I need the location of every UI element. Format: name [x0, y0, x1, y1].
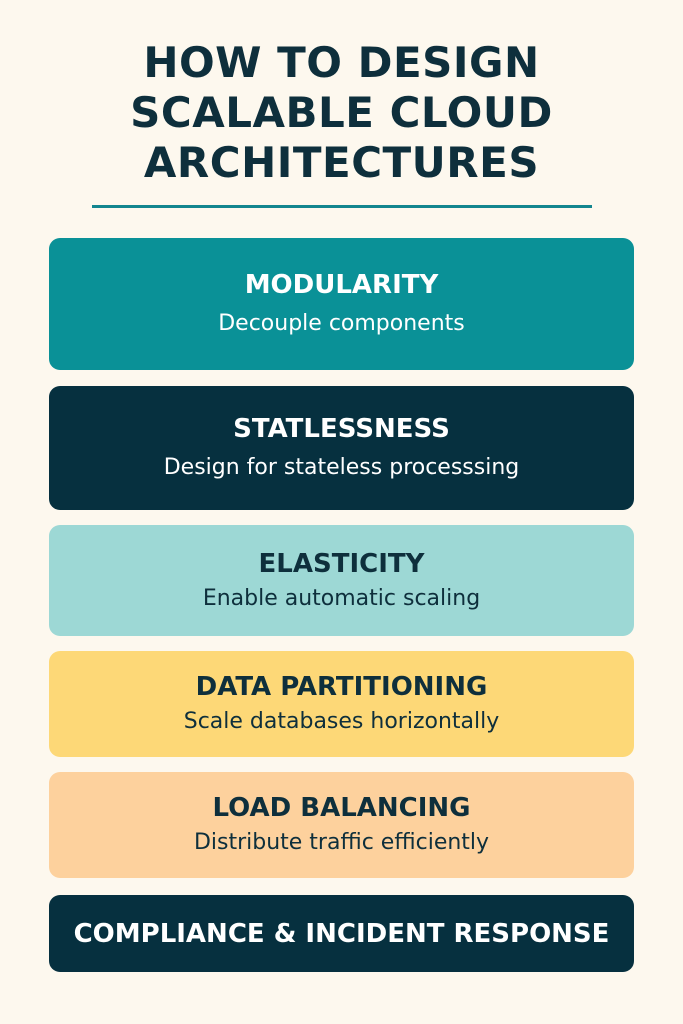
card-heading: COMPLIANCE & INCIDENT RESPONSE — [73, 918, 610, 949]
card-subtitle: Decouple components — [218, 311, 465, 336]
card-heading: MODULARITY — [244, 270, 439, 300]
page-title: HOW TO DESIGN SCALABLE CLOUD ARCHITECTUR… — [0, 38, 683, 188]
card-heading: DATA PARTITIONING — [195, 672, 488, 702]
title-line: HOW TO DESIGN — [143, 38, 540, 87]
card-heading: LOAD BALANCING — [212, 793, 471, 823]
title-divider — [92, 205, 592, 208]
card-subtitle: Design for stateless processsing — [163, 455, 520, 480]
title-line: ARCHITECTURES — [143, 138, 540, 187]
card-subtitle: Enable automatic scaling — [202, 585, 481, 611]
title-line: SCALABLE CLOUD — [130, 88, 553, 137]
card-subtitle: Distribute traffic efficiently — [193, 830, 490, 855]
card-elasticity: ELASTICITY Enable automatic scaling — [49, 525, 634, 636]
card-modularity: MODULARITY Decouple components — [49, 238, 634, 370]
card-statelessness: STATLESSNESS Design for stateless proces… — [49, 386, 634, 510]
card-data-partitioning: DATA PARTITIONING Scale databases horizo… — [49, 651, 634, 757]
card-heading: ELASTICITY — [258, 548, 425, 579]
card-heading: STATLESSNESS — [233, 414, 450, 444]
card-subtitle: Scale databases horizontally — [183, 709, 500, 734]
card-compliance: COMPLIANCE & INCIDENT RESPONSE — [49, 895, 634, 972]
card-load-balancing: LOAD BALANCING Distribute traffic effici… — [49, 772, 634, 878]
